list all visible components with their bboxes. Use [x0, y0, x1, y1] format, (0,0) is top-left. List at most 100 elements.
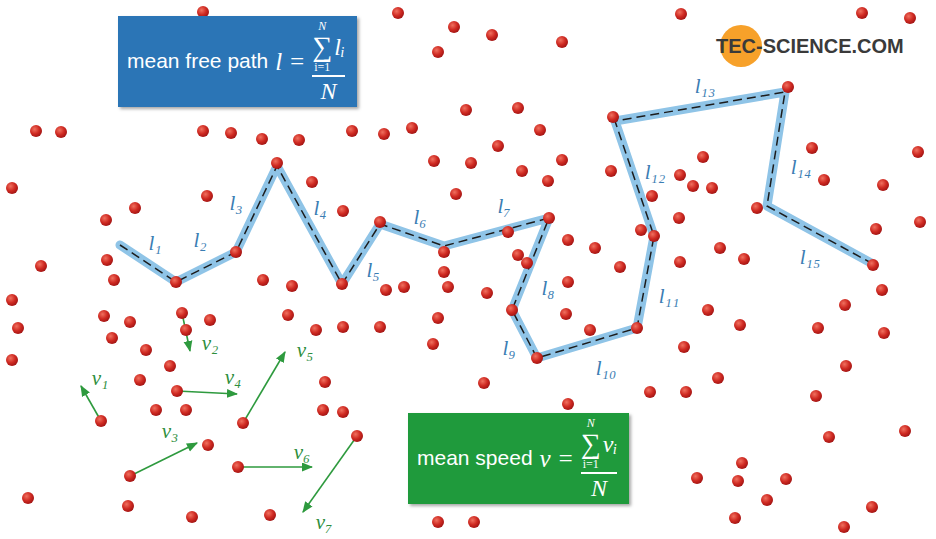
molecule: [736, 457, 748, 469]
speed-label: v₁: [90, 368, 111, 389]
molecule: [806, 142, 818, 154]
molecule: [531, 352, 543, 364]
molecule: [124, 470, 136, 482]
molecule: [293, 134, 305, 146]
molecule: [35, 260, 47, 272]
molecule: [427, 338, 439, 350]
velocity-arrow: [130, 443, 197, 476]
path-label: l₂: [191, 230, 208, 251]
molecule: [734, 319, 746, 331]
path-label: l₄: [311, 198, 328, 219]
molecule: [170, 276, 182, 288]
molecule: [6, 354, 18, 366]
molecule: [674, 256, 686, 268]
molecule: [197, 125, 209, 137]
molecule: [714, 242, 726, 254]
molecule: [729, 512, 741, 524]
molecule: [337, 205, 349, 217]
molecule: [782, 81, 794, 93]
watermark-text: TEC-SCIENCE.COM: [716, 35, 904, 58]
molecule: [912, 146, 924, 158]
molecule: [674, 169, 686, 181]
molecule: [186, 511, 198, 523]
molecule: [351, 430, 363, 442]
molecule: [521, 257, 533, 269]
molecule: [691, 472, 703, 484]
molecule: [271, 157, 283, 169]
molecule: [140, 344, 152, 356]
formula-term: lᵢ: [334, 35, 344, 59]
molecule: [614, 261, 626, 273]
sum-sign: N∑i=1: [312, 20, 332, 73]
molecule: [589, 242, 601, 254]
path-label: l₁₁: [657, 286, 681, 307]
molecule: [678, 341, 690, 353]
molecule: [450, 188, 462, 200]
path-label: l₁₀: [594, 358, 618, 379]
molecule: [448, 21, 460, 33]
molecule: [878, 327, 890, 339]
molecule: [516, 165, 528, 177]
fraction-bar: [312, 75, 344, 77]
velocity-arrow: [238, 466, 312, 468]
molecule: [465, 157, 477, 169]
molecule: [98, 310, 110, 322]
sum-sign: N∑i=1: [581, 417, 601, 470]
molecule: [264, 509, 276, 521]
free-path-line: [120, 92, 873, 358]
molecule: [512, 249, 524, 261]
molecule: [818, 174, 830, 186]
formula-lhs: v =: [540, 446, 574, 471]
molecule: [319, 376, 331, 388]
molecule: [904, 12, 916, 24]
molecule: [556, 36, 568, 48]
formula-box: mean speedv =N∑i=1vᵢN: [408, 413, 629, 504]
path-label: l₃: [227, 193, 244, 214]
molecule: [506, 304, 518, 316]
speed-label: v₆: [292, 442, 313, 463]
molecule: [204, 314, 216, 326]
molecule: [542, 175, 554, 187]
molecule: [106, 332, 118, 344]
molecule: [378, 128, 390, 140]
formula-lower: i=1: [314, 61, 330, 74]
formula-term: vᵢ: [603, 432, 617, 456]
speed-label: v₂: [200, 333, 221, 354]
molecule: [675, 8, 687, 20]
formula-denom: N: [321, 79, 337, 103]
molecule: [438, 246, 450, 258]
molecule: [646, 190, 658, 202]
molecule: [481, 287, 493, 299]
molecule: [256, 133, 268, 145]
molecule: [306, 176, 318, 188]
molecule: [866, 501, 878, 513]
path-label: l₉: [500, 338, 517, 359]
molecule: [761, 494, 773, 506]
molecule: [101, 254, 113, 266]
molecule: [176, 307, 188, 319]
molecule: [100, 214, 112, 226]
molecule: [317, 404, 329, 416]
formula-lower: i=1: [583, 458, 599, 471]
molecule: [706, 182, 718, 194]
formula-lhs: l =: [275, 49, 305, 74]
molecule: [6, 182, 18, 194]
path-label: l₅: [364, 260, 381, 281]
molecule: [562, 398, 574, 410]
molecule: [607, 111, 619, 123]
molecule: [6, 294, 18, 306]
molecule: [95, 415, 107, 427]
molecule: [346, 125, 358, 137]
formula-sigma: ∑: [312, 33, 332, 61]
molecule: [543, 212, 555, 224]
molecule: [712, 372, 724, 384]
molecule: [438, 266, 450, 278]
fraction: N∑i=1lᵢN: [312, 20, 344, 103]
molecule: [180, 404, 192, 416]
molecule: [673, 212, 685, 224]
molecule: [380, 284, 392, 296]
molecule: [392, 7, 404, 19]
molecule: [337, 406, 349, 418]
molecule: [823, 431, 835, 443]
